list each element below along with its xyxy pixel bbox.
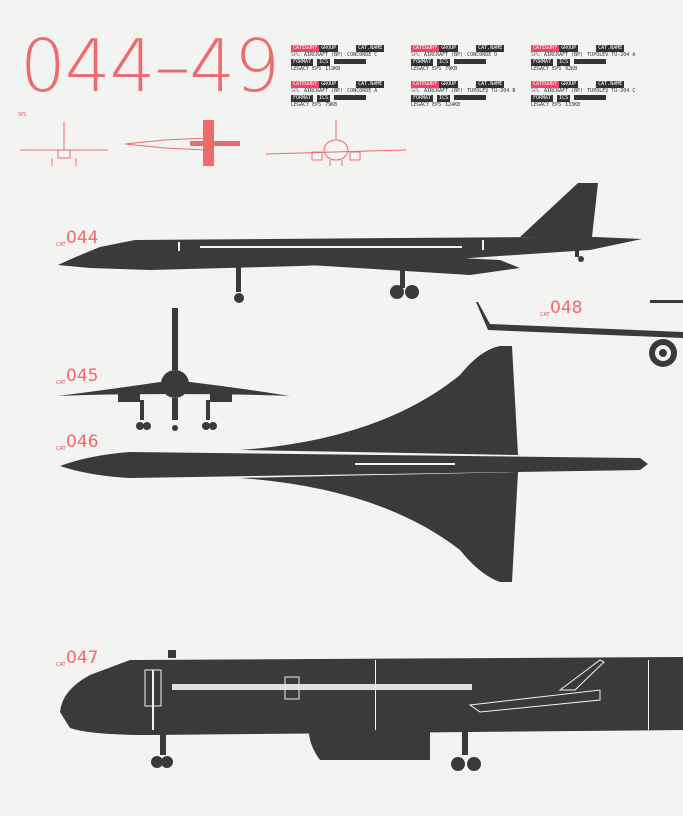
aircraft-046-concorde-top bbox=[60, 346, 648, 582]
side-mark: SPL bbox=[18, 112, 28, 118]
aircraft-047-tupolev-side bbox=[60, 650, 683, 771]
thumbnail-tupolev-front-icon bbox=[265, 120, 407, 166]
page-title: 044–49 bbox=[20, 24, 280, 108]
aircraft-048-tupolev-front bbox=[476, 300, 683, 367]
aircraft-045-concorde-front bbox=[58, 308, 290, 431]
aircraft-044-concorde-side bbox=[58, 183, 642, 303]
thumbnail-concorde-top-icon bbox=[124, 120, 240, 166]
thumbnail-concorde-front-icon bbox=[20, 122, 108, 166]
